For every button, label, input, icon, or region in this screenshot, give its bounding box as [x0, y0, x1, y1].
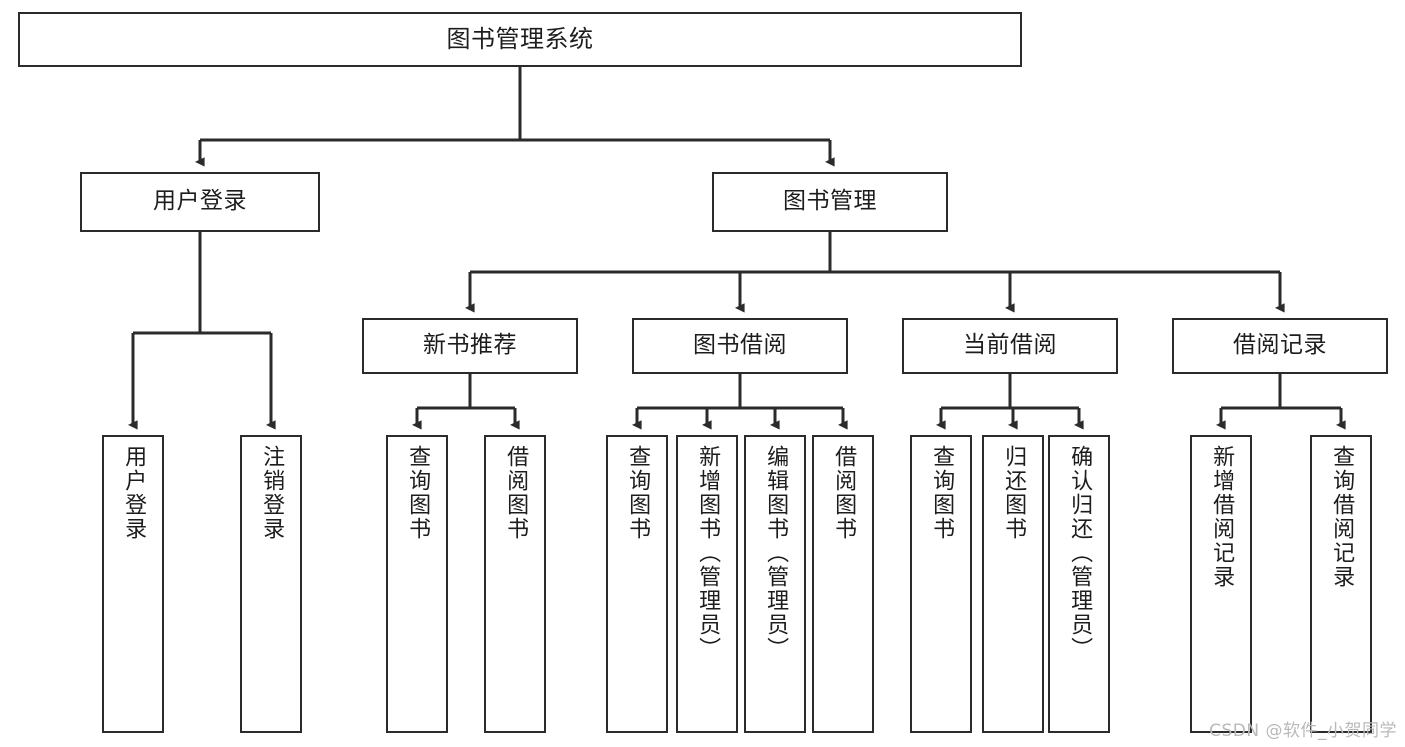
node-label: 查询图书 — [625, 445, 651, 541]
leaf-add-borrow-record[interactable]: 新增借阅记录 — [1190, 435, 1252, 733]
leaf-borrow-book[interactable]: 借阅图书 — [812, 435, 874, 733]
leaf-query-book-current[interactable]: 查询图书 — [910, 435, 972, 733]
node-label: 编辑图书（管理员） — [763, 445, 789, 661]
node-label: 借阅图书 — [503, 445, 529, 541]
node-book-borrow[interactable]: 图书借阅 — [632, 318, 848, 374]
node-new-book-recommend[interactable]: 新书推荐 — [362, 318, 578, 374]
leaf-query-borrow-record[interactable]: 查询借阅记录 — [1310, 435, 1372, 733]
leaf-borrow-book-recommend[interactable]: 借阅图书 — [484, 435, 546, 733]
node-label: 借阅记录 — [1233, 332, 1327, 359]
node-book-management[interactable]: 图书管理 — [712, 172, 948, 232]
node-label: 新增借阅记录 — [1209, 445, 1235, 589]
node-label: 查询图书 — [929, 445, 955, 541]
node-label: 图书管理系统 — [446, 25, 594, 54]
node-label: 当前借阅 — [963, 332, 1057, 359]
leaf-query-book-borrow[interactable]: 查询图书 — [606, 435, 668, 733]
node-root-system[interactable]: 图书管理系统 — [18, 12, 1022, 67]
leaf-logout[interactable]: 注销登录 — [240, 435, 302, 733]
node-borrow-record[interactable]: 借阅记录 — [1172, 318, 1388, 374]
node-label: 图书借阅 — [693, 332, 787, 359]
leaf-confirm-return-admin[interactable]: 确认归还（管理员） — [1048, 435, 1110, 733]
csdn-watermark: CSDN @软件_小贺同学 — [1209, 721, 1397, 741]
node-label: 用户登录 — [121, 445, 147, 541]
node-label: 新书推荐 — [423, 332, 517, 359]
node-label: 新增图书（管理员） — [695, 445, 721, 661]
leaf-return-book[interactable]: 归还图书 — [982, 435, 1044, 733]
node-label: 借阅图书 — [831, 445, 857, 541]
node-current-borrow[interactable]: 当前借阅 — [902, 318, 1118, 374]
node-label: 图书管理 — [783, 188, 877, 215]
node-label: 查询借阅记录 — [1329, 445, 1355, 589]
node-user-login[interactable]: 用户登录 — [80, 172, 320, 232]
leaf-edit-book-admin[interactable]: 编辑图书（管理员） — [744, 435, 806, 733]
node-label: 注销登录 — [259, 445, 285, 541]
node-label: 归还图书 — [1001, 445, 1027, 541]
leaf-user-login[interactable]: 用户登录 — [102, 435, 164, 733]
node-label: 确认归还（管理员） — [1067, 445, 1093, 661]
node-label: 查询图书 — [405, 445, 431, 541]
leaf-query-book-recommend[interactable]: 查询图书 — [386, 435, 448, 733]
node-label: 用户登录 — [153, 188, 247, 215]
leaf-add-book-admin[interactable]: 新增图书（管理员） — [676, 435, 738, 733]
